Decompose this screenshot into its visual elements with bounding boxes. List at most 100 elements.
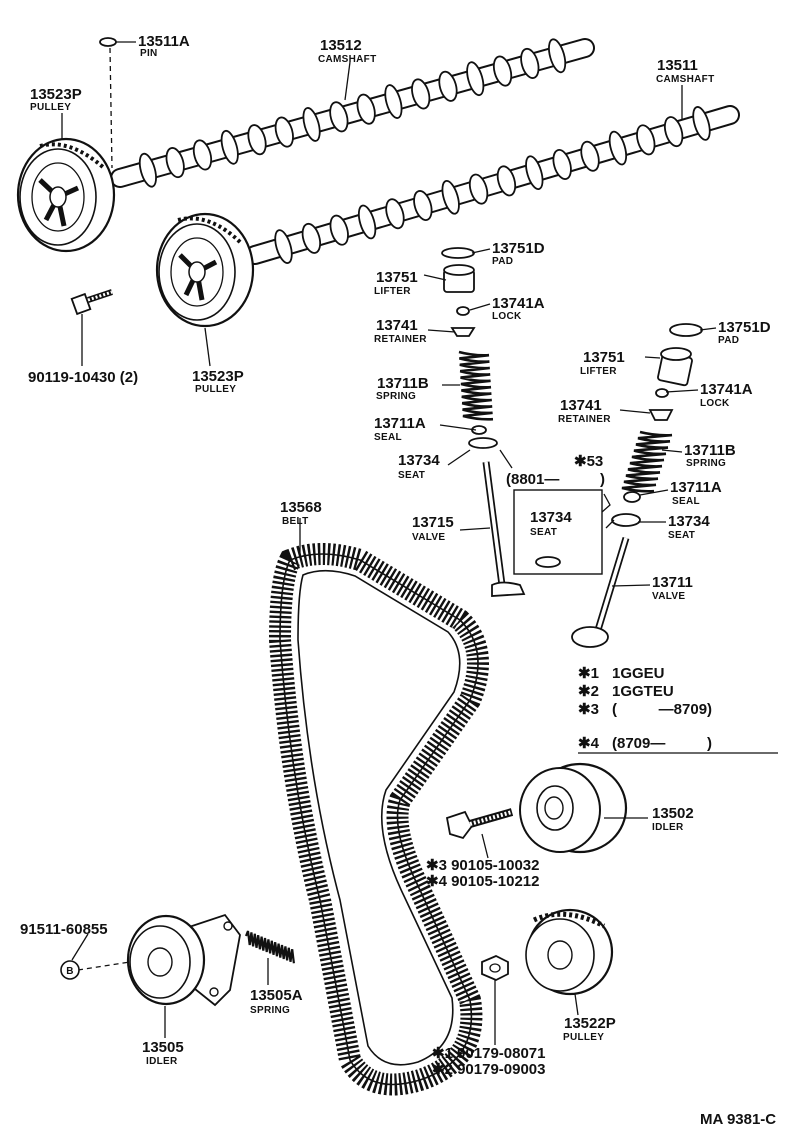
label-13711A-a-num: 13711A: [374, 415, 426, 432]
spring-13505A: [244, 930, 295, 964]
cam-lobe: [274, 116, 294, 148]
cam-lobe: [165, 147, 185, 179]
label-13523P-left-num: 13523P: [30, 86, 82, 103]
label-13741-b-num: 13741: [560, 397, 602, 414]
labels: 13511A PIN 13512 CAMSHAFT 13511 CAMSHAFT…: [20, 33, 776, 1128]
cam-lobe: [302, 107, 321, 142]
label-90179-b: ✱2 90179-09003: [432, 1061, 546, 1078]
label-13741-a-num: 13741: [376, 317, 418, 334]
cam-lobe: [608, 130, 628, 166]
label-13751-b-num: 13751: [583, 349, 625, 366]
label-13522P-name: PULLEY: [563, 1032, 604, 1043]
legend-text-4: (8709— ): [612, 735, 712, 752]
nut-90179: [481, 955, 509, 981]
label-13511A-name: PIN: [140, 48, 158, 59]
pulley-13522P: [525, 908, 614, 996]
label-13734-b-name: SEAT: [668, 530, 695, 541]
label-13568-name: BELT: [282, 516, 309, 527]
label-13734-a-name: SEAT: [398, 470, 425, 481]
label-13711A-b-name: SEAL: [672, 496, 700, 507]
cam-lobe: [220, 129, 239, 165]
label-13741A-a-name: LOCK: [492, 311, 522, 322]
cam-lobe: [192, 139, 213, 171]
legend-mark-4: ✱4: [578, 735, 600, 752]
label-13511A-num: 13511A: [138, 33, 190, 50]
cam-lobe: [329, 101, 349, 133]
pulley-13523P-center: [155, 212, 255, 328]
legend-text-3: ( —8709): [612, 701, 712, 718]
label-13734-a-num: 13734: [398, 452, 440, 469]
label-13741A-a-num: 13741A: [492, 295, 545, 312]
valve-train-b: [571, 323, 703, 648]
label-13751D-a-name: PAD: [492, 256, 513, 267]
label-13711-num: 13711: [652, 574, 693, 591]
cam-lobe: [552, 149, 572, 180]
camshaft-13511: [245, 105, 740, 265]
label-13715-name: VALVE: [412, 532, 445, 543]
label-90105-b: ✱4 90105-10212: [426, 873, 540, 890]
cam-lobe: [468, 173, 489, 205]
cam-lobe: [520, 47, 540, 79]
idler-13505: [77, 913, 241, 1007]
label-13511-name: CAMSHAFT: [656, 74, 715, 85]
label-13568-num: 13568: [280, 499, 322, 516]
label-13711B-a-num: 13711B: [377, 375, 429, 392]
bolt-letter: B: [66, 966, 74, 977]
legend-mark-1: ✱1: [578, 665, 599, 682]
label-13751-a-name: LIFTER: [374, 286, 411, 297]
cam-lobe: [329, 214, 349, 246]
cam-lobe: [357, 204, 377, 240]
label-13711B-b-name: SPRING: [686, 458, 726, 469]
idler-13502: [519, 762, 628, 854]
box-range-mark: ✱53: [574, 453, 603, 470]
cam-lobe: [692, 106, 711, 141]
label-13522P-num: 13522P: [564, 1015, 616, 1032]
box-range-text: (8801—: [506, 471, 559, 488]
label-13734-box-name: SEAT: [530, 527, 557, 538]
bolt-90105: [445, 808, 514, 840]
cam-lobe: [138, 152, 157, 188]
label-13523P-left-name: PULLEY: [30, 102, 71, 113]
label-90105-a: ✱3 90105-10032: [426, 857, 540, 874]
label-13511-num: 13511: [657, 57, 698, 74]
label-13711A-b-num: 13711A: [670, 479, 722, 496]
cam-lobe: [636, 124, 656, 156]
cam-lobe: [548, 38, 567, 74]
diagram-code: MA 9381-C: [700, 1111, 776, 1128]
label-13711B-b-num: 13711B: [684, 442, 736, 459]
label-13751D-b-num: 13751D: [718, 319, 771, 336]
cam-lobe: [356, 93, 376, 125]
label-13505A-name: SPRING: [250, 1005, 290, 1016]
legend-mark-3: ✱3: [578, 701, 599, 718]
label-13711A-a-name: SEAL: [374, 432, 402, 443]
label-90119-num: 90119-10430 (2): [28, 369, 138, 386]
label-13502-name: IDLER: [652, 822, 684, 833]
cam-lobe: [441, 179, 460, 215]
label-13505-num: 13505: [142, 1039, 184, 1056]
box-8801: [513, 489, 603, 575]
camshaft-13512: [110, 38, 595, 188]
label-13711B-a-name: SPRING: [376, 391, 416, 402]
label-13741A-b-num: 13741A: [700, 381, 753, 398]
cam-lobe: [492, 55, 513, 87]
cam-lobe: [525, 155, 544, 191]
label-13715-num: 13715: [412, 514, 454, 531]
label-13751D-a-num: 13751D: [492, 240, 545, 257]
timing-belt-13568: [268, 543, 489, 1096]
cam-lobe: [385, 198, 405, 230]
label-13741-a-name: RETAINER: [374, 334, 427, 345]
cam-lobe: [413, 190, 433, 221]
label-13502-num: 13502: [652, 805, 694, 822]
label-13523P-center-num: 13523P: [192, 368, 244, 385]
pulley-13523P-left: [16, 137, 116, 253]
cam-lobe: [274, 229, 293, 264]
legend-mark-2: ✱2: [578, 683, 599, 700]
label-13711-name: VALVE: [652, 591, 685, 602]
label-13505-name: IDLER: [146, 1056, 178, 1067]
label-13523P-center-name: PULLEY: [195, 384, 236, 395]
cam-lobe: [247, 124, 267, 156]
leader-lines: [61, 41, 778, 1045]
legend-text-2: 1GGTEU: [612, 683, 674, 700]
